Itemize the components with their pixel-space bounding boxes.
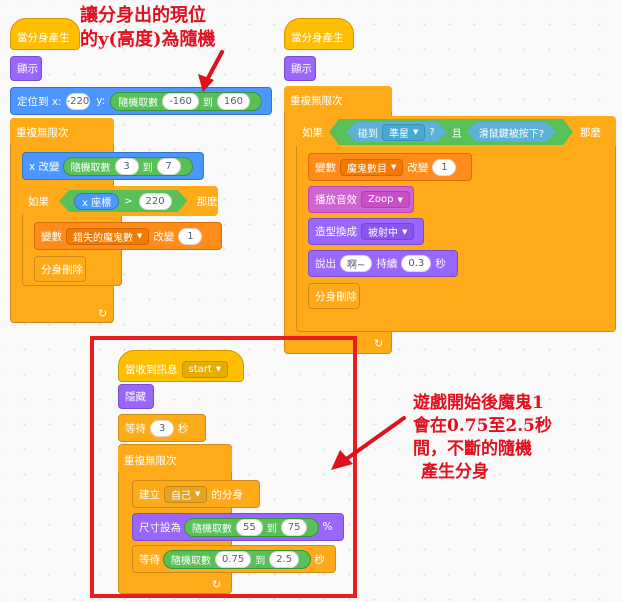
script2-delete-clone-block[interactable]: 分身刪除 (308, 283, 360, 309)
random-reporter[interactable]: 隨機取數 3 到 7 (62, 156, 193, 176)
triangle-down-icon: ▼ (397, 195, 403, 204)
script1-change-var-block[interactable]: 變數 錯失的魔鬼數 ▼ 改變 1 (34, 222, 222, 250)
x-position-reporter[interactable]: x 座標 (74, 193, 119, 210)
random-from-input[interactable]: -160 (162, 92, 199, 110)
script3-forever-block[interactable]: 重複無限次 (118, 446, 232, 474)
change-value-input[interactable]: 1 (178, 227, 203, 245)
random-to-input[interactable]: 160 (216, 92, 250, 110)
random-to-input[interactable]: 75 (280, 518, 308, 536)
variable-dropdown[interactable]: 魔鬼數目 ▼ (340, 158, 404, 176)
script1-forever-block[interactable]: 重複無限次 (10, 118, 114, 146)
script2-forever-block[interactable]: 重複無限次 (284, 86, 392, 114)
script3-set-size-block[interactable]: 尺寸設為 隨機取數 55 到 75 % (132, 513, 344, 541)
greater-than-operator[interactable]: x 座標 > 220 (59, 190, 188, 212)
script3-hide-block[interactable]: 隱藏 (118, 384, 154, 409)
costume-dropdown[interactable]: 被射中 ▼ (361, 223, 415, 240)
script2-hat-when-clone[interactable]: 當分身產生 (284, 18, 354, 50)
script3-wait-random-block[interactable]: 等待 隨機取數 0.75 到 2.5 秒 (132, 545, 336, 573)
random-from-input[interactable]: 3 (114, 157, 139, 175)
script3-create-clone-block[interactable]: 建立 自己 ▼ 的分身 (132, 480, 260, 508)
repeat-arrow-icon: ↻ (212, 578, 222, 591)
clone-target-dropdown[interactable]: 自己 ▼ (164, 485, 208, 503)
touching-target-dropdown[interactable]: 準星 ▼ (382, 124, 425, 141)
highlight-box (90, 336, 357, 598)
script2-say-for-secs-block[interactable]: 說出 啊~ 持續 0.3 秒 (308, 250, 458, 277)
script2-change-var-block[interactable]: 變數 魔鬼數目 ▼ 改變 1 (308, 153, 472, 181)
variable-dropdown[interactable]: 錯失的魔鬼數 ▼ (66, 227, 150, 245)
script2-play-sound-block[interactable]: 播放音效 Zoop ▼ (308, 186, 414, 213)
annotation-top: 讓分身出的現位 的y(高度)為隨機 (80, 5, 216, 50)
repeat-arrow-icon: ↻ (374, 337, 384, 350)
down-arrow-icon (198, 50, 224, 92)
triangle-down-icon: ▼ (413, 128, 419, 136)
script2-switch-costume-block[interactable]: 造型換成 被射中 ▼ (308, 218, 424, 245)
script1-if-block[interactable]: 如果 x 座標 > 220 那麼 (22, 186, 218, 216)
script1-hat-when-clone[interactable]: 當分身產生 (10, 18, 80, 50)
script1-change-x-block[interactable]: x 改變 隨機取數 3 到 7 (22, 152, 204, 180)
script3-hat-when-receive[interactable]: 當收到訊息 start ▼ (118, 350, 244, 382)
compare-value-input[interactable]: 220 (139, 193, 172, 210)
triangle-down-icon: ▼ (391, 163, 397, 171)
sound-dropdown[interactable]: Zoop ▼ (361, 191, 410, 208)
triangle-down-icon: ▼ (402, 227, 408, 236)
say-text-input[interactable]: 啊~ (340, 255, 373, 272)
triangle-down-icon: ▼ (215, 365, 222, 373)
repeat-arrow-icon: ↻ (98, 307, 108, 320)
script1-show-block[interactable]: 顯示 (10, 56, 42, 81)
script2-show-block[interactable]: 顯示 (284, 56, 316, 81)
triangle-down-icon: ▼ (137, 232, 143, 240)
mouse-down-sensor[interactable]: 滑鼠鍵被按下? (467, 122, 556, 142)
triangle-down-icon: ▼ (195, 490, 201, 498)
annotation-right: 遊戲開始後魔鬼1 會在0.75至2.5秒 間，不斷的隨機 產生分身 (413, 393, 552, 482)
random-reporter[interactable]: 隨機取數 0.75 到 2.5 (163, 549, 312, 569)
goto-x-input[interactable]: -220 (65, 92, 91, 110)
wait-secs-input[interactable]: 3 (150, 419, 174, 437)
random-from-input[interactable]: 0.75 (215, 550, 252, 568)
random-reporter[interactable]: 隨機取數 -160 到 160 (110, 91, 262, 111)
and-operator[interactable]: 碰到 準星 ▼ ? 且 滑鼠鍵被按下? (329, 119, 573, 145)
script1-goto-block[interactable]: 定位到 x: -220 y: 隨機取數 -160 到 160 (10, 87, 272, 115)
script1-delete-clone-block[interactable]: 分身刪除 (34, 256, 86, 282)
script3-wait-block[interactable]: 等待 3 秒 (118, 414, 206, 442)
random-to-input[interactable]: 2.5 (269, 550, 300, 568)
random-to-input[interactable]: 7 (156, 157, 181, 175)
message-dropdown[interactable]: start ▼ (181, 360, 229, 378)
change-value-input[interactable]: 1 (432, 158, 457, 176)
random-from-input[interactable]: 55 (236, 518, 263, 536)
script2-if-block[interactable]: 如果 碰到 準星 ▼ ? 且 滑鼠鍵被按下? 那麼 (296, 116, 616, 148)
random-reporter[interactable]: 隨機取數 55 到 75 (184, 517, 320, 537)
say-secs-input[interactable]: 0.3 (401, 255, 432, 272)
touching-sensor[interactable]: 碰到 準星 ▼ ? (346, 122, 447, 142)
